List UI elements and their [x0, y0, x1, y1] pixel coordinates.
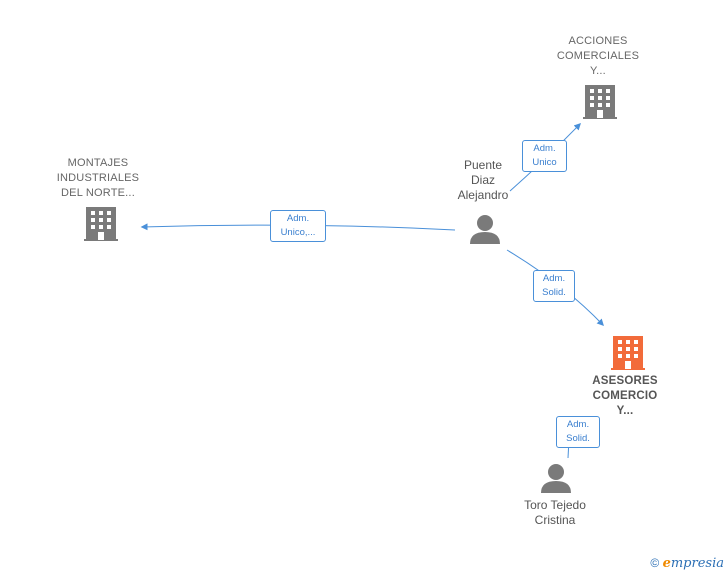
- company-label-asesores[interactable]: ASESORES COMERCIO Y...: [592, 375, 658, 417]
- person-icon[interactable]: [470, 215, 500, 244]
- brand-logo: empresia: [662, 556, 724, 571]
- person-label-toro[interactable]: Toro Tejedo Cristina: [524, 498, 586, 527]
- building-icon[interactable]: [583, 85, 617, 119]
- edge-label-adm-solid-toro[interactable]: Adm. Solid.: [556, 416, 600, 448]
- company-label-acciones[interactable]: ACCIONES COMERCIALES Y...: [556, 35, 640, 77]
- edge-label-adm-unico[interactable]: Adm. Unico: [522, 140, 567, 172]
- edge-label-adm-unico-multi[interactable]: Adm. Unico,...: [270, 210, 326, 242]
- edge-label-adm-solid-puente[interactable]: Adm. Solid.: [533, 270, 575, 302]
- person-label-puente[interactable]: Puente Diaz Alejandro: [457, 158, 509, 202]
- company-label-montajes[interactable]: MONTAJES INDUSTRIALES DEL NORTE...: [56, 157, 140, 199]
- building-icon[interactable]: [84, 207, 118, 241]
- footer-brand: © empresia: [650, 556, 724, 571]
- building-icon-highlight[interactable]: [611, 336, 645, 370]
- copyright-icon: ©: [650, 556, 660, 570]
- person-icon[interactable]: [541, 464, 571, 493]
